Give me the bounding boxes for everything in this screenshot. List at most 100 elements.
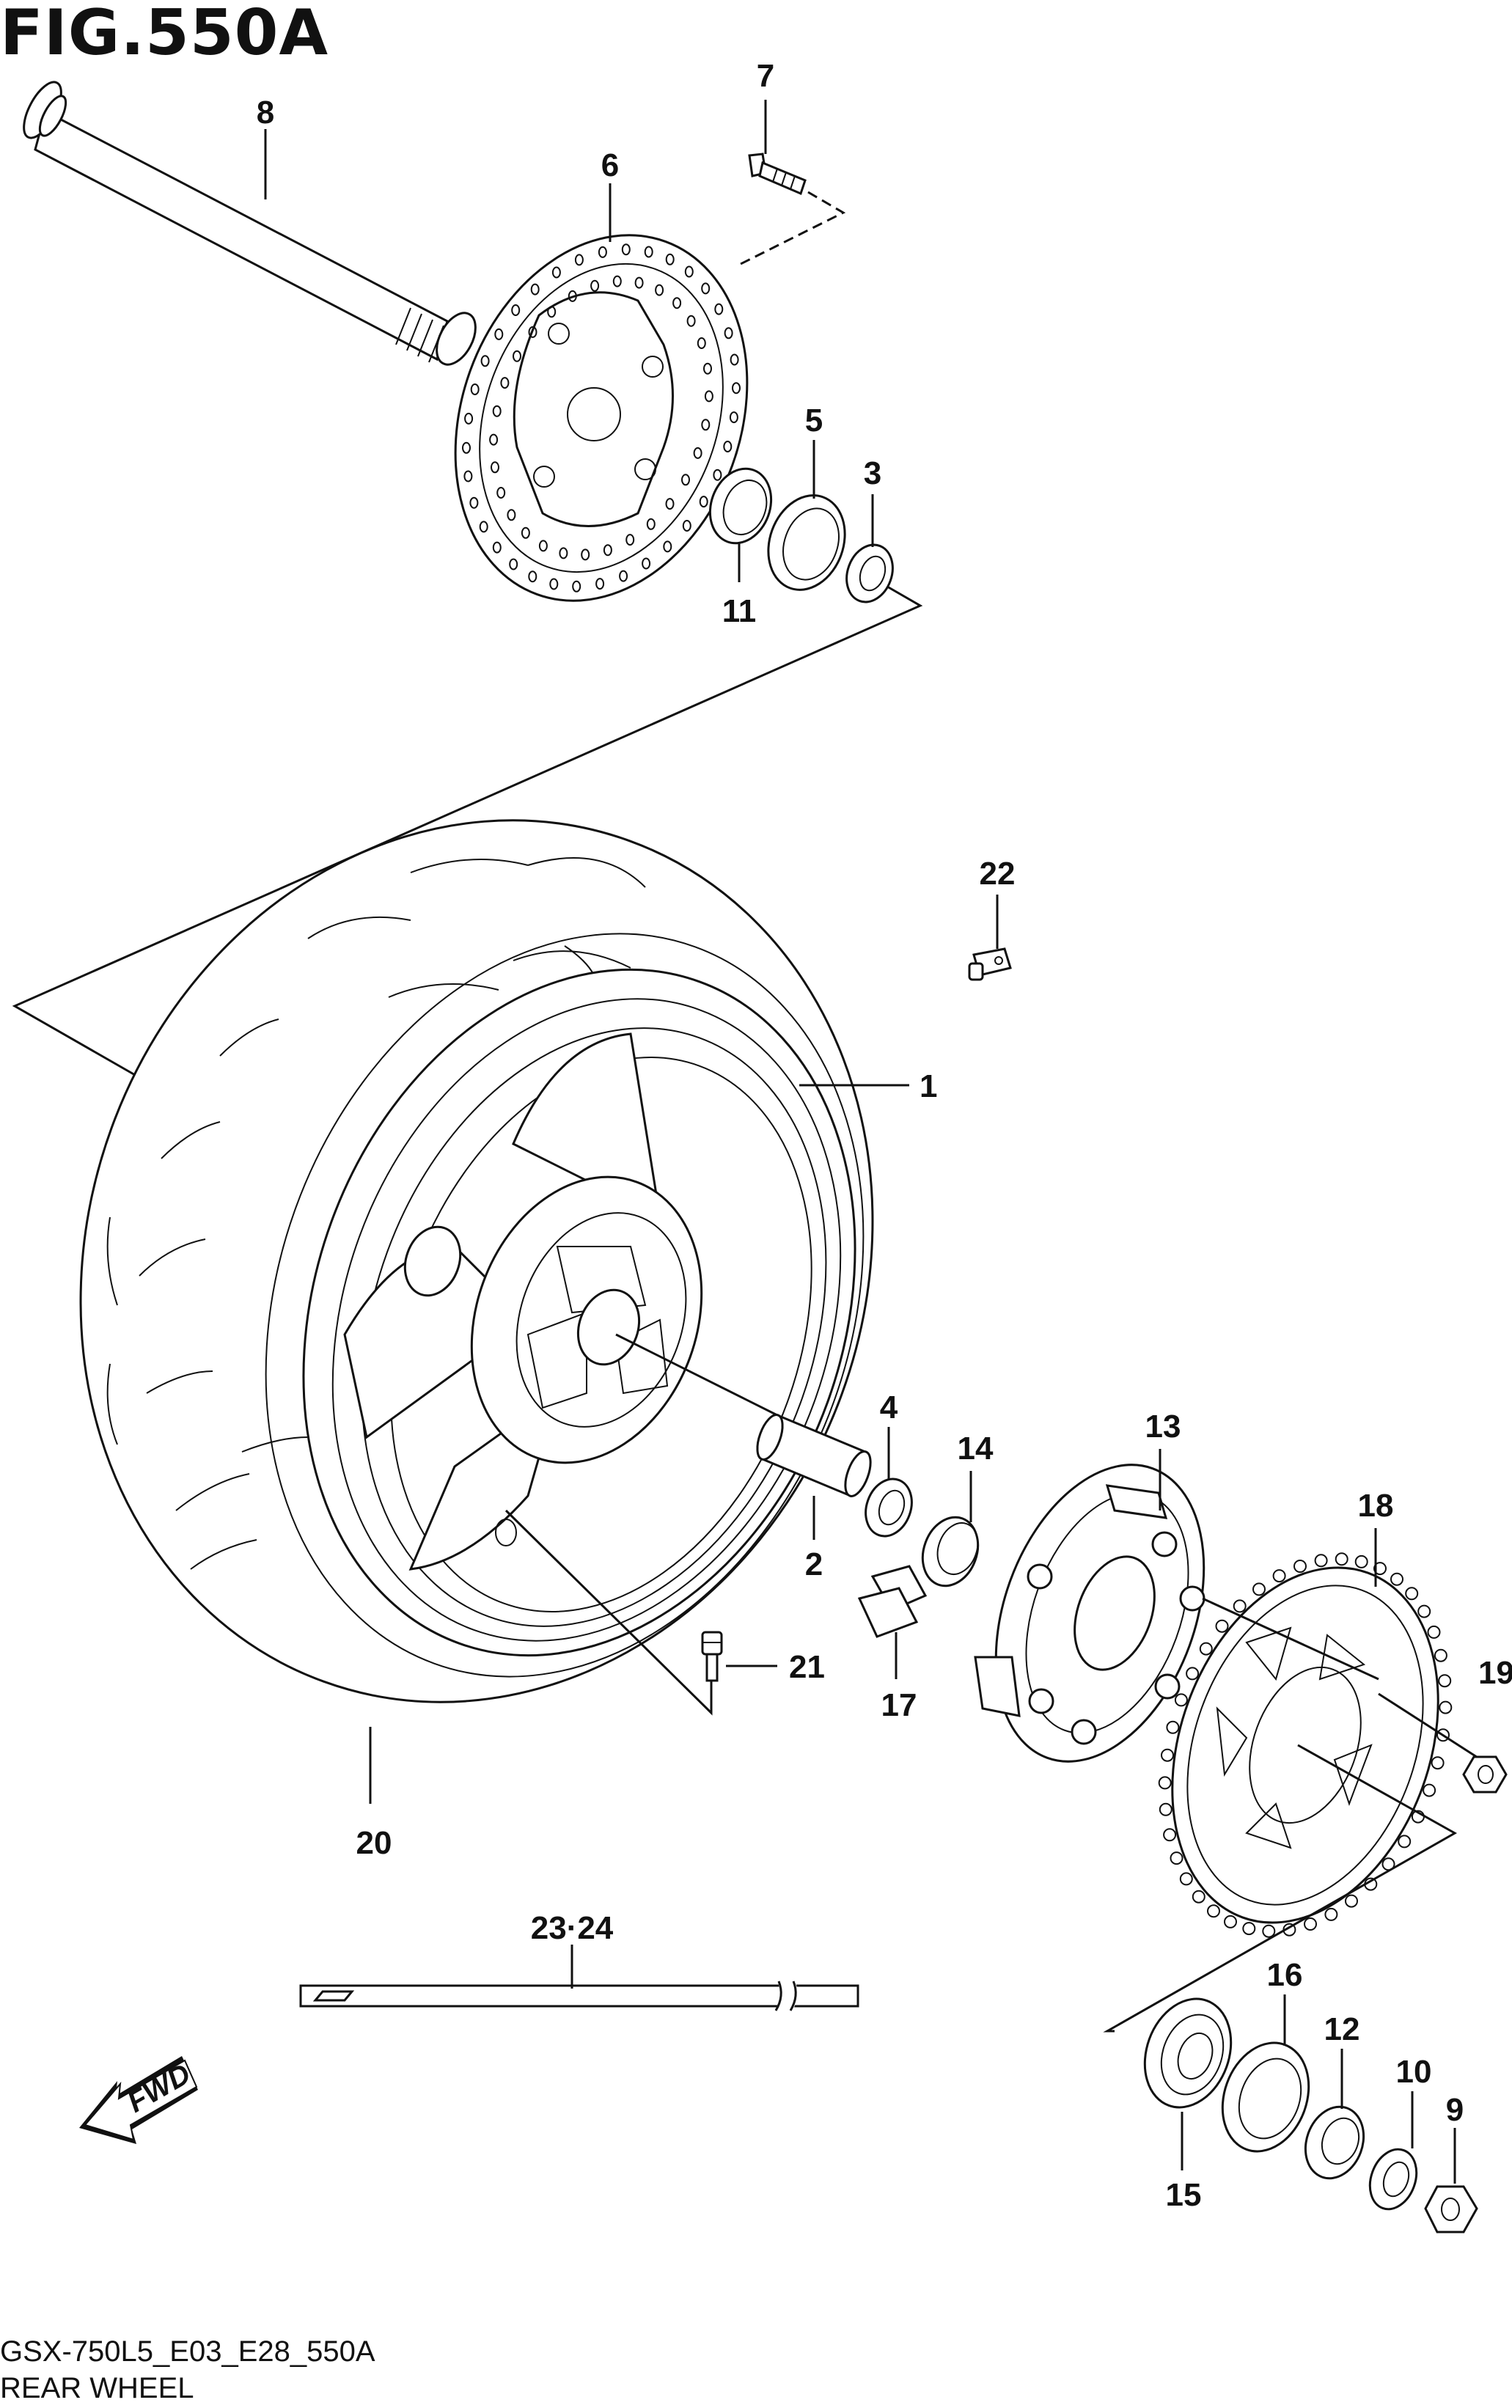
sprocket-mount-part-13 bbox=[974, 1464, 1205, 1763]
collar-part-14 bbox=[921, 1516, 980, 1587]
sprocket-tooth bbox=[1405, 1587, 1419, 1601]
disc-hole bbox=[724, 327, 733, 339]
disc-hole bbox=[492, 405, 502, 417]
sprocket-tooth bbox=[1252, 1582, 1266, 1596]
callout-1: 1 bbox=[920, 1068, 937, 1104]
disc-hole bbox=[462, 441, 471, 454]
disc-hole bbox=[644, 246, 653, 258]
disc-hole bbox=[492, 541, 502, 554]
sprocket-tooth bbox=[1390, 1572, 1403, 1586]
sprocket-tooth bbox=[1170, 1851, 1183, 1865]
callout-8: 8 bbox=[257, 95, 274, 131]
disc-hole bbox=[551, 266, 561, 279]
disc-hole bbox=[621, 243, 631, 256]
disc-hole bbox=[547, 306, 557, 318]
disc-hole bbox=[513, 350, 521, 362]
disc-hole bbox=[646, 518, 656, 530]
sprocket-tooth bbox=[1161, 1748, 1174, 1762]
sprocket-tooth bbox=[1314, 1554, 1328, 1568]
disc-hole bbox=[549, 578, 559, 590]
disc-hole bbox=[732, 382, 741, 394]
valve-part-21 bbox=[701, 1631, 723, 1682]
disc-hole bbox=[479, 521, 488, 533]
callout-20: 20 bbox=[356, 1825, 392, 1861]
leader-19-axis bbox=[1378, 1692, 1482, 1761]
sprocket-tooth bbox=[1262, 1924, 1276, 1938]
spacer-part-12 bbox=[1304, 2105, 1365, 2180]
disc-hole bbox=[581, 548, 590, 561]
disc-hole bbox=[507, 509, 516, 521]
disc-hole bbox=[538, 540, 548, 552]
sprocket-tooth bbox=[1192, 1890, 1205, 1904]
sprocket-tooth bbox=[1159, 1802, 1172, 1816]
disc-hole bbox=[642, 557, 651, 570]
disc-hole bbox=[729, 411, 738, 424]
figure-name: REAR WHEEL bbox=[0, 2372, 194, 2404]
callout-7: 7 bbox=[757, 58, 774, 94]
callout-10: 10 bbox=[1396, 2054, 1432, 2090]
callout-12: 12 bbox=[1324, 2011, 1360, 2047]
callout-14: 14 bbox=[958, 1431, 994, 1467]
oil-seal-part-5 bbox=[767, 494, 846, 591]
sprocket-tooth bbox=[1335, 1552, 1348, 1566]
callout-22: 22 bbox=[980, 856, 1016, 892]
disc-hole bbox=[701, 419, 711, 431]
nut-part-19 bbox=[1462, 1755, 1508, 1794]
callout-18: 18 bbox=[1358, 1488, 1394, 1524]
callout-16: 16 bbox=[1267, 1957, 1303, 1993]
sprocket-tooth bbox=[1423, 1783, 1436, 1797]
disc-hole bbox=[686, 315, 696, 327]
figure-code: GSX-750L5_E03_E28_550A bbox=[0, 2335, 375, 2368]
bolt-part-7 bbox=[748, 153, 807, 196]
sprocket-tooth bbox=[1398, 1835, 1412, 1849]
disc-hole bbox=[704, 390, 713, 403]
disc-hole bbox=[463, 470, 473, 482]
sprocket-tooth bbox=[1163, 1828, 1177, 1842]
disc-hole bbox=[723, 441, 733, 452]
disc-hole bbox=[470, 383, 480, 395]
sprocket-tooth bbox=[1434, 1648, 1447, 1662]
disc-hole bbox=[603, 544, 612, 557]
disc-hole bbox=[480, 355, 490, 367]
callout-11: 11 bbox=[722, 593, 757, 629]
sprocket-part-18 bbox=[1158, 1552, 1453, 1938]
clip-part-22 bbox=[968, 947, 1012, 981]
spacer-part-11 bbox=[708, 467, 773, 545]
sprocket-tooth bbox=[1215, 1619, 1229, 1633]
disc-hole bbox=[496, 487, 506, 499]
oil-seal-part-16 bbox=[1221, 2041, 1310, 2153]
bearing-part-3 bbox=[845, 543, 894, 603]
sprocket-tooth bbox=[1373, 1562, 1387, 1576]
disc-hole bbox=[714, 303, 724, 315]
disc-hole bbox=[595, 578, 605, 590]
sprocket-tooth bbox=[1304, 1917, 1317, 1931]
disc-hole bbox=[713, 469, 722, 481]
callout-6: 6 bbox=[601, 147, 619, 183]
damper-part-17 bbox=[857, 1565, 928, 1638]
disc-hole bbox=[559, 547, 568, 559]
sprocket-tooth bbox=[1431, 1756, 1445, 1770]
sprocket-tooth bbox=[1224, 1915, 1237, 1928]
leader-7-dash bbox=[740, 191, 846, 265]
washer-part-10 bbox=[1368, 2148, 1418, 2211]
callout-5: 5 bbox=[805, 403, 823, 438]
bearing-part-4 bbox=[865, 1478, 913, 1538]
stud-axis-line bbox=[1202, 1597, 1379, 1681]
disc-hole bbox=[663, 540, 672, 553]
disc-hole bbox=[681, 474, 690, 486]
spacer-part-2 bbox=[756, 1413, 872, 1498]
callout-9: 9 bbox=[1446, 2092, 1464, 2128]
disc-hole bbox=[509, 558, 518, 570]
sprocket-tooth bbox=[1186, 1667, 1200, 1681]
disc-hole bbox=[634, 276, 644, 289]
sprocket-tooth bbox=[1272, 1569, 1286, 1583]
disc-hole bbox=[530, 283, 540, 296]
sprocket-tooth bbox=[1293, 1560, 1307, 1573]
sprocket-tooth bbox=[1438, 1674, 1452, 1688]
disc-hole bbox=[572, 580, 581, 592]
disc-hole bbox=[494, 328, 504, 340]
callout-2: 2 bbox=[805, 1546, 823, 1582]
callout-4: 4 bbox=[880, 1390, 898, 1425]
figure-title: FIG.550A bbox=[0, 0, 329, 70]
sprocket-tooth bbox=[1439, 1700, 1453, 1714]
